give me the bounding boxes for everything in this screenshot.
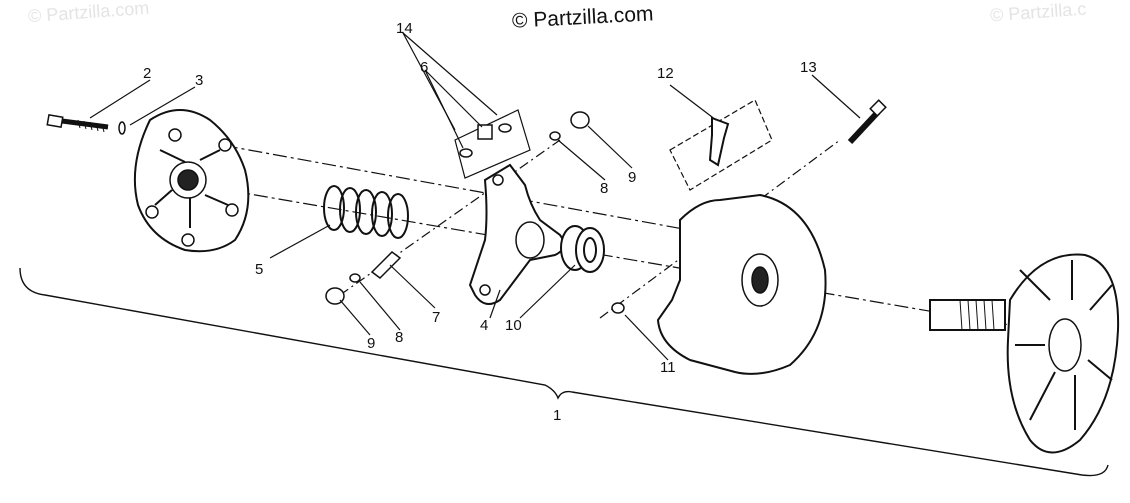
callout-1: 1 bbox=[553, 407, 561, 424]
callout-8-lower: 8 bbox=[395, 329, 403, 346]
moveable-sheave bbox=[656, 193, 827, 375]
callout-13: 13 bbox=[800, 59, 817, 76]
buttons-part-6 bbox=[454, 109, 531, 179]
callout-9-upper: 9 bbox=[628, 169, 636, 186]
callout-10: 10 bbox=[505, 317, 522, 334]
axis-line-main bbox=[179, 181, 1011, 326]
pin-part-7 bbox=[370, 251, 402, 279]
callout-5: 5 bbox=[255, 261, 263, 278]
bushing-part-10 bbox=[560, 225, 605, 273]
assembly-bracket bbox=[19, 267, 1109, 477]
callout-11: 11 bbox=[660, 359, 676, 376]
washer-part-3 bbox=[118, 121, 126, 135]
callout-7: 7 bbox=[432, 309, 440, 326]
bolt-part-2 bbox=[46, 113, 109, 133]
roller-part-9-lower bbox=[325, 287, 345, 305]
clutch-cover bbox=[133, 109, 250, 253]
weight-part-12 bbox=[669, 99, 773, 191]
axis-line-upper bbox=[149, 131, 701, 233]
callout-6: 6 bbox=[420, 59, 428, 76]
spider-part-4 bbox=[468, 163, 565, 305]
leader-lines bbox=[89, 32, 861, 361]
spring-part-5 bbox=[323, 185, 409, 239]
callout-4: 4 bbox=[480, 317, 488, 334]
callout-8-upper: 8 bbox=[600, 180, 608, 197]
callout-2: 2 bbox=[143, 65, 151, 82]
callout-12: 12 bbox=[657, 65, 674, 82]
bolt-part-13 bbox=[847, 99, 887, 145]
callout-9-lower: 9 bbox=[367, 335, 375, 352]
callout-14: 14 bbox=[396, 20, 413, 37]
roller-part-9-upper bbox=[570, 111, 590, 129]
fixed-sheave bbox=[929, 253, 1120, 454]
washer-part-8-lower bbox=[349, 273, 361, 283]
nut-part-11 bbox=[611, 302, 625, 314]
callout-3: 3 bbox=[195, 72, 203, 89]
washer-part-8-upper bbox=[549, 131, 561, 141]
